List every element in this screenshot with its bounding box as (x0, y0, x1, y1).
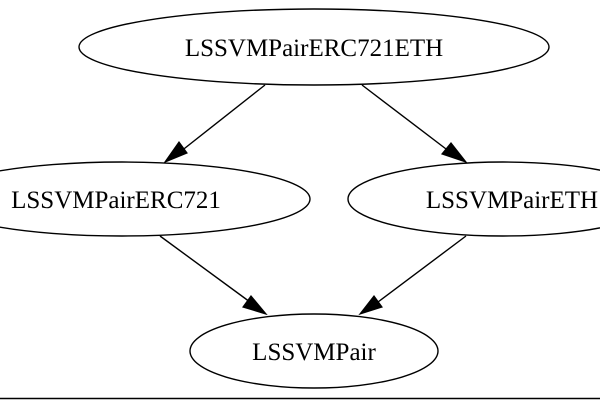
arrowhead-icon (440, 142, 468, 164)
arrowhead-icon (163, 140, 188, 164)
node-lssvmpair-erc721-eth: LSSVMPairERC721ETH (78, 8, 550, 86)
edge-line (377, 235, 467, 303)
edge-line (159, 235, 251, 303)
edge-line (361, 84, 451, 153)
edge-erc721eth-to-eth (361, 84, 468, 164)
node-label: LSSVMPairERC721ETH (185, 35, 443, 62)
node-ellipse (189, 313, 439, 389)
node-lssvmpair-eth: LSSVMPairETH (347, 161, 600, 237)
edge-erc721eth-to-erc721 (163, 84, 266, 164)
arrowhead-icon (242, 295, 268, 316)
edge-eth-to-pair (358, 235, 467, 316)
node-ellipse (0, 161, 311, 237)
node-label: LSSVMPairETH (426, 187, 598, 214)
node-label: LSSVMPair (252, 339, 376, 366)
node-ellipse (78, 8, 550, 86)
node-ellipse (347, 161, 600, 237)
edge-line (179, 84, 266, 153)
node-lssvmpair-erc721: LSSVMPairERC721 (0, 161, 311, 237)
node-lssvmpair: LSSVMPair (189, 313, 439, 389)
edge-erc721-to-pair (159, 235, 268, 316)
arrowhead-icon (358, 295, 383, 316)
node-label: LSSVMPairERC721 (11, 187, 221, 214)
